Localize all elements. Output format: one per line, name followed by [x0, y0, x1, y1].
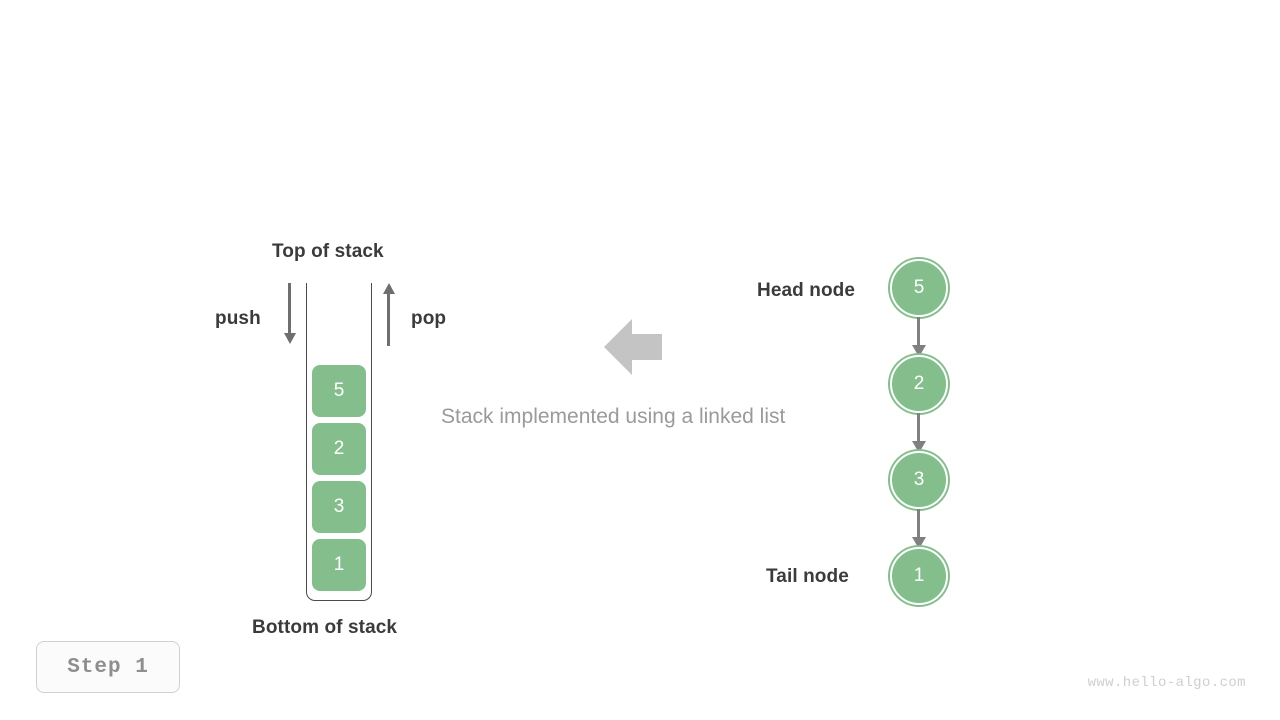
- head-node-label: Head node: [757, 280, 856, 301]
- pop-label: pop: [411, 308, 447, 329]
- stack-floor: [306, 568, 372, 601]
- stack-element[interactable]: 3: [312, 481, 366, 533]
- linked-list-node[interactable]: 3: [890, 451, 948, 509]
- stack-element[interactable]: 5: [312, 365, 366, 417]
- stack-wall-right: [371, 283, 372, 583]
- push-label: push: [215, 308, 261, 329]
- linked-list-node[interactable]: 2: [890, 355, 948, 413]
- stack-element[interactable]: 1: [312, 539, 366, 591]
- linked-list-link-shaft: [917, 509, 920, 543]
- linked-list-link-shaft: [917, 413, 920, 447]
- pop-arrow-head-icon: [382, 283, 395, 294]
- stack-wall-left: [306, 283, 307, 583]
- linked-list-node[interactable]: 5: [890, 259, 948, 317]
- linked-list-arrow-head-icon: [911, 441, 926, 453]
- diagram-caption: Stack implemented using a linked list: [441, 405, 786, 428]
- arrow-left-icon: [604, 319, 662, 375]
- push-arrow-shaft: [288, 283, 291, 335]
- watermark: www.hello-algo.com: [1087, 675, 1246, 691]
- stack-container: [306, 283, 372, 601]
- tail-node-label: Tail node: [766, 566, 849, 587]
- linked-list-arrow-head-icon: [911, 537, 926, 549]
- stack-element[interactable]: 2: [312, 423, 366, 475]
- linked-list-arrow-head-icon: [911, 345, 926, 357]
- bottom-of-stack-label: Bottom of stack: [252, 617, 398, 638]
- linked-list-node[interactable]: 1: [890, 547, 948, 605]
- top-of-stack-label: Top of stack: [272, 241, 384, 262]
- step-badge: Step 1: [36, 641, 180, 693]
- linked-list-link-shaft: [917, 317, 920, 351]
- push-arrow-head-icon: [283, 333, 296, 344]
- pop-arrow-shaft: [387, 294, 390, 346]
